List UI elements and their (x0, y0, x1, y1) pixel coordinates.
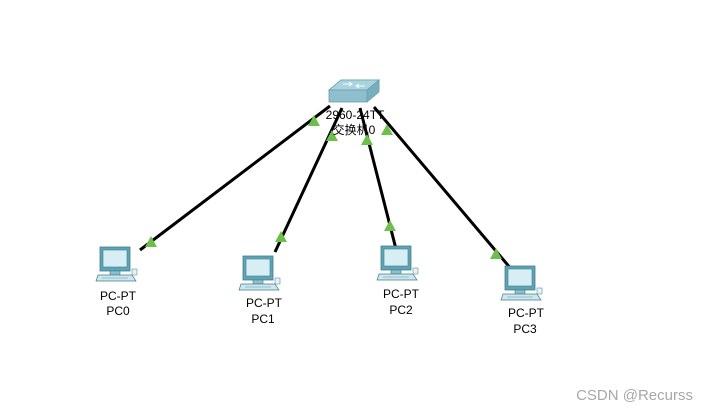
link-status-indicators (145, 115, 502, 259)
pc-icon[interactable] (95, 246, 138, 282)
pc1-name-label: PC1 (251, 312, 275, 326)
pc3-name-label: PC3 (513, 322, 537, 336)
pc-icon[interactable] (500, 265, 543, 301)
pc-icon[interactable] (376, 245, 419, 281)
watermark: CSDN @Recurss (576, 387, 693, 404)
pc2-name-label: PC2 (389, 303, 413, 317)
switch-model-label: 2960-24TT (325, 108, 385, 122)
pc-icon[interactable] (238, 255, 281, 291)
link-status-up-icon (145, 236, 157, 247)
pc2-model-label: PC-PT (383, 287, 419, 301)
link-status-up-icon (275, 231, 287, 242)
link-line[interactable] (139, 104, 331, 252)
link-line[interactable] (273, 107, 344, 253)
pc1-model-label: PC-PT (246, 296, 282, 310)
link-status-up-icon (308, 115, 320, 126)
link-line[interactable] (372, 106, 514, 271)
pc0-name-label: PC0 (106, 304, 130, 318)
link-status-up-icon (490, 248, 502, 259)
pc0-model-label: PC-PT (100, 289, 136, 303)
links-layer (139, 104, 514, 271)
link-status-up-icon (361, 134, 373, 145)
switch-icon[interactable] (327, 79, 381, 103)
link-status-up-icon (381, 124, 393, 135)
switch-name-label: 交换机0 (332, 123, 376, 137)
link-status-up-icon (326, 130, 338, 141)
pc3-model-label: PC-PT (508, 306, 544, 320)
link-status-up-icon (384, 220, 396, 231)
